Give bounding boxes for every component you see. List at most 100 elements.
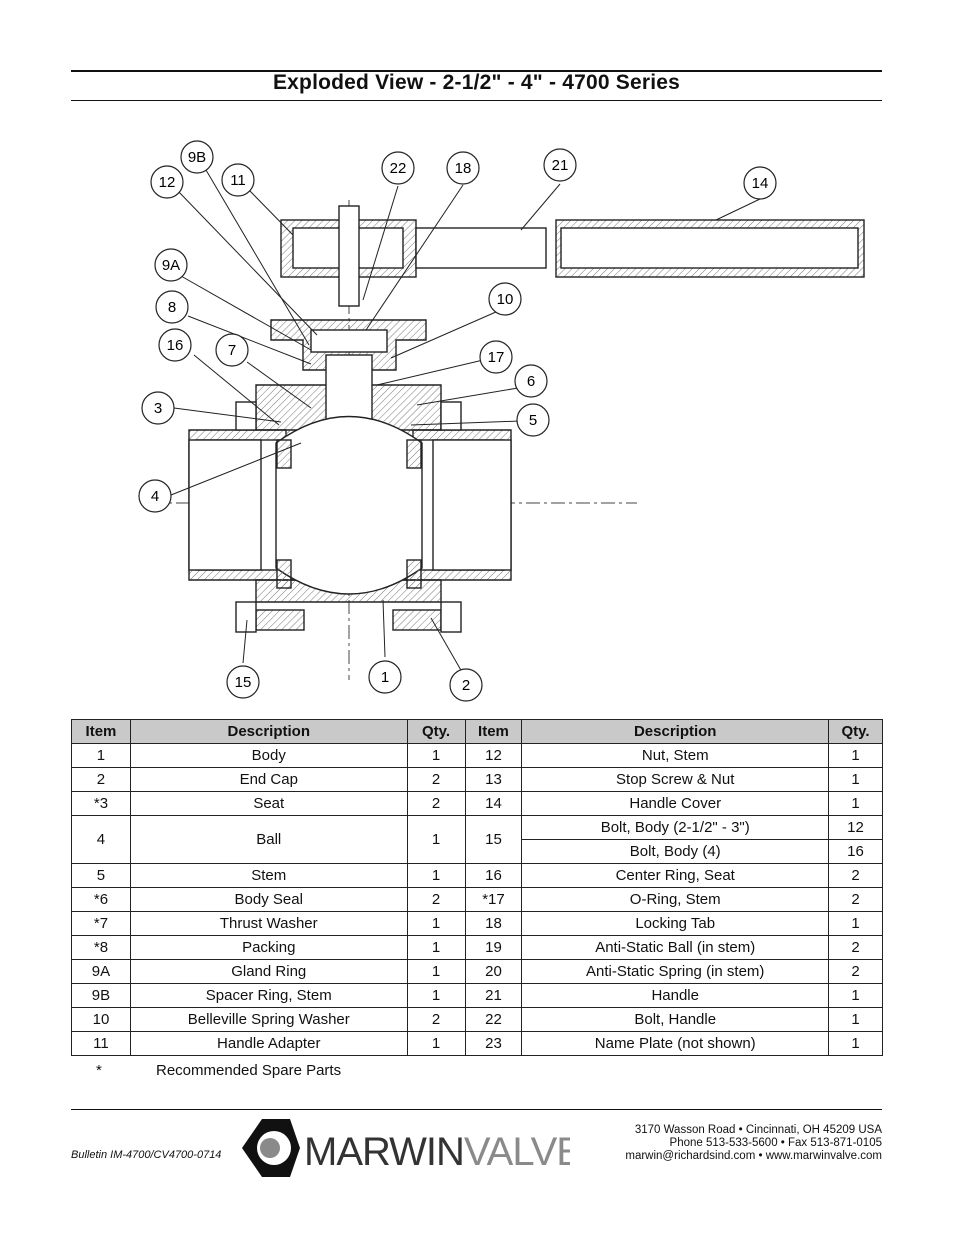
callout-label: 8 (168, 299, 176, 316)
callout-label: 10 (497, 291, 514, 308)
callout-label: 2 (462, 677, 470, 694)
item-number-cell: 11 (71, 1031, 131, 1056)
logo-mark-icon (242, 1119, 300, 1177)
valve-geometry (151, 200, 865, 680)
description-cell: O-Ring, Stem (521, 887, 829, 912)
callout-21: 21 (543, 148, 577, 182)
callout-label: 16 (167, 337, 184, 354)
callout-circle (154, 248, 188, 282)
quantity-cell: 2 (406, 887, 466, 912)
header-item-right: Item (464, 719, 523, 744)
callout-12: 12 (150, 165, 184, 199)
quantity-cell: 1 (828, 767, 883, 792)
quantity-cell: 1 (406, 935, 466, 960)
web-line: marwin@richardsind.com • www.marwinvalve… (625, 1150, 882, 1162)
item-number-cell: *17 (464, 887, 523, 912)
bulletin-number: Bulletin IM-4700/CV4700-0714 (71, 1149, 222, 1161)
description-cell: Seat (129, 791, 408, 816)
callout-label: 1 (381, 669, 389, 686)
quantity-cell: 12 (828, 815, 883, 840)
callout-label: 9A (162, 257, 180, 274)
item-number-cell: 23 (464, 1031, 523, 1056)
callout-circle (514, 364, 548, 398)
callout-18: 18 (446, 151, 480, 185)
description-cell: Anti-Static Ball (in stem) (521, 935, 829, 960)
item-number-cell: 22 (464, 1007, 523, 1032)
callout-label: 4 (151, 488, 159, 505)
description-cell: Stem (129, 863, 408, 888)
callout-label: 18 (455, 160, 472, 177)
description-cell: Locking Tab (521, 911, 829, 936)
item-number-cell: 2 (71, 767, 131, 792)
header-bottom-rule (71, 100, 882, 101)
description-cell: Bolt, Handle (521, 1007, 829, 1032)
callout-circle (368, 660, 402, 694)
page-title: Exploded View - 2-1/2" - 4" - 4700 Serie… (272, 71, 681, 94)
quantity-cell: 1 (406, 1031, 466, 1056)
description-cell: Body Seal (129, 887, 408, 912)
callout-circle (381, 151, 415, 185)
svg-text:MARWINVALVE: MARWINVALVE (304, 1130, 570, 1174)
description-cell: Name Plate (not shown) (521, 1031, 829, 1056)
callout-14: 14 (743, 166, 777, 200)
callout-leaders (170, 169, 761, 673)
callout-circle (180, 140, 214, 174)
footnote-text: Recommended Spare Parts (156, 1062, 342, 1079)
callout-10: 10 (488, 282, 522, 316)
item-number-cell: 9A (71, 959, 131, 984)
quantity-cell: 2 (406, 1007, 466, 1032)
contact-block: 3170 Wasson Road • Cincinnati, OH 45209 … (625, 1124, 882, 1163)
callout-8: 8 (155, 290, 189, 324)
callout-circle (221, 163, 255, 197)
description-cell: Stop Screw & Nut (521, 767, 829, 792)
description-cell: Body (129, 743, 408, 768)
quantity-cell: 1 (828, 983, 883, 1008)
parts-table-header-row: Item Description Qty. Item Description Q… (71, 719, 883, 744)
footer-rule (71, 1109, 882, 1110)
quantity-cell: 1 (828, 1031, 883, 1056)
description-cell: Nut, Stem (521, 743, 829, 768)
quantity-cell: 2 (406, 767, 466, 792)
callout-label: 21 (552, 157, 569, 174)
header-item-left: Item (71, 719, 131, 744)
description-cell: Handle Cover (521, 791, 829, 816)
callout-circle (215, 333, 249, 367)
header-top-rule (71, 70, 882, 72)
callout-circle (743, 166, 777, 200)
description-cell: Packing (129, 935, 408, 960)
quantity-cell: 2 (828, 935, 883, 960)
callout-4: 4 (138, 479, 172, 513)
footnote-mark: * (96, 1062, 102, 1079)
callout-circle (449, 668, 483, 702)
callout-label: 12 (159, 174, 176, 191)
logo-wordmark-light: VALVE (464, 1130, 570, 1174)
quantity-cell: 16 (828, 839, 883, 864)
callout-label: 11 (230, 172, 246, 189)
header-description-right: Description (521, 719, 829, 744)
quantity-cell: 2 (828, 863, 883, 888)
item-number-cell: *3 (71, 791, 131, 816)
callout-circle (543, 148, 577, 182)
item-number-cell: 13 (464, 767, 523, 792)
item-number-cell: 14 (464, 791, 523, 816)
quantity-cell: 2 (828, 959, 883, 984)
callout-9A: 9A (154, 248, 188, 282)
quantity-cell: 1 (828, 791, 883, 816)
callout-label: 17 (488, 349, 505, 366)
description-cell: Gland Ring (129, 959, 408, 984)
item-number-cell: 21 (464, 983, 523, 1008)
item-number-cell: 1 (71, 743, 131, 768)
callout-16: 16 (158, 328, 192, 362)
item-number-cell: 19 (464, 935, 523, 960)
item-number-cell: 4 (71, 815, 131, 864)
callout-circle (158, 328, 192, 362)
description-cell: Anti-Static Spring (in stem) (521, 959, 829, 984)
callout-circle (150, 165, 184, 199)
